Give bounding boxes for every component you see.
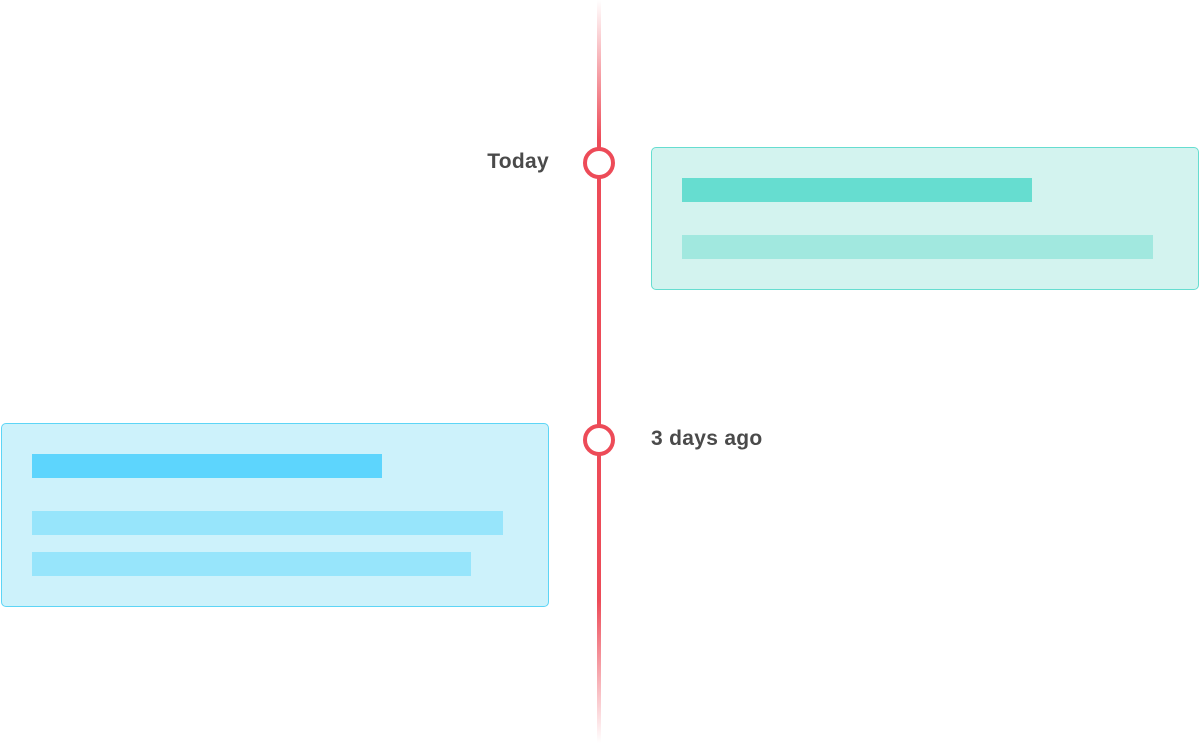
card-text-placeholder xyxy=(682,235,1153,259)
timeline-node-3-days-ago xyxy=(583,424,615,456)
card-title-placeholder xyxy=(32,454,382,478)
timeline-node-today xyxy=(583,147,615,179)
event-card-today[interactable] xyxy=(651,147,1199,290)
timeline-line xyxy=(597,0,601,743)
card-text-placeholder xyxy=(32,552,471,576)
card-title-placeholder xyxy=(682,178,1032,202)
card-text-placeholder xyxy=(32,511,503,535)
event-card-3-days-ago[interactable] xyxy=(1,423,549,607)
event-label-3-days-ago: 3 days ago xyxy=(651,427,763,450)
event-label-today: Today xyxy=(487,150,549,173)
